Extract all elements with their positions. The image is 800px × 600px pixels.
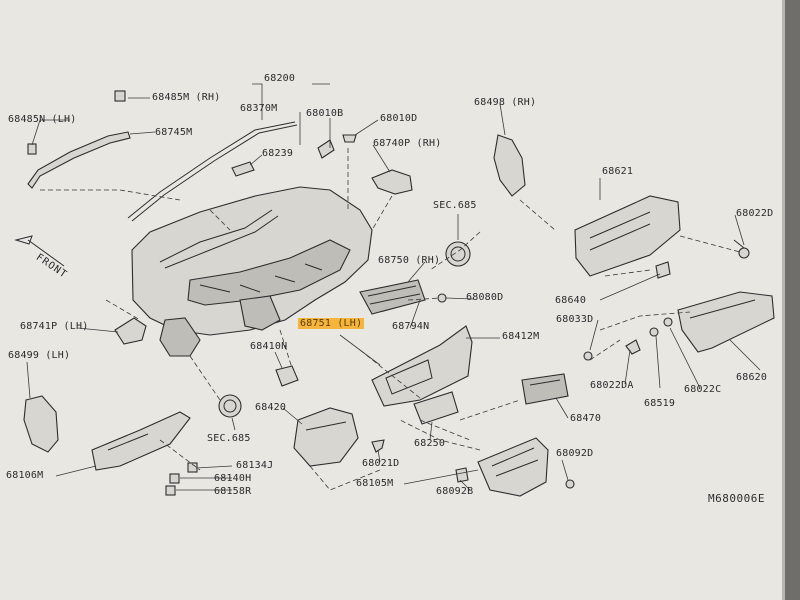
- front-arrow-icon: [14, 235, 65, 267]
- label-68092b: 68092B: [436, 486, 474, 497]
- label-68485n: 68485N (LH): [8, 114, 77, 125]
- screw-68092d: [565, 479, 575, 489]
- clip-68158r: [165, 485, 176, 496]
- label-68239: 68239: [262, 148, 294, 159]
- diagram-code: M680006E: [708, 492, 765, 505]
- bracket-68750: [359, 279, 426, 315]
- console-68105m: [477, 437, 549, 497]
- label-68470: 68470: [570, 413, 602, 424]
- label-68092d: 68092D: [556, 448, 594, 459]
- label-68200: 68200: [264, 73, 296, 84]
- dashboard-panel-68200: [131, 186, 373, 357]
- part-68239: [231, 161, 255, 177]
- label-68105m: 68105M: [356, 478, 394, 489]
- assembly-dashed-lines: [40, 148, 741, 491]
- side-cover-68499: [23, 395, 59, 453]
- clip-68010b: [317, 139, 335, 159]
- label-68158r: 68158R: [214, 486, 252, 497]
- label-68740p: 68740P (RH): [373, 138, 442, 149]
- label-68010b: 68010B: [306, 108, 344, 119]
- label-68134j: 68134J: [236, 460, 274, 471]
- clip-68033d: [583, 351, 593, 361]
- clip-68022c: [663, 317, 673, 327]
- label-68412m: 68412M: [502, 331, 540, 342]
- clip-68010d: [342, 134, 357, 143]
- trim-strip-68370m: [127, 121, 296, 219]
- label-68010d: 68010D: [380, 113, 418, 124]
- label-68750: 68750 (RH): [378, 255, 441, 266]
- display-68250: [413, 391, 459, 425]
- label-68499: 68499 (LH): [8, 350, 71, 361]
- clip-68519: [649, 327, 659, 337]
- label-68106m: 68106M: [6, 470, 44, 481]
- glove-frame-68621: [574, 195, 681, 277]
- bracket-68410n: [275, 365, 299, 387]
- label-sec685-lower: SEC.685: [207, 433, 251, 444]
- clip-68021d: [371, 439, 385, 453]
- label-68370m: 68370M: [240, 103, 278, 114]
- unit-68470: [521, 373, 569, 405]
- monitor-bezel: [785, 0, 800, 600]
- label-68741p: 68741P (LH): [20, 321, 89, 332]
- label-68620: 68620: [736, 372, 768, 383]
- label-68250: 68250: [414, 438, 446, 449]
- label-68485m: 68485M (RH): [152, 92, 221, 103]
- label-68080d: 68080D: [466, 292, 504, 303]
- label-68640: 68640: [555, 295, 587, 306]
- clip-68140h: [169, 473, 180, 484]
- lower-lid-68106m: [91, 411, 191, 471]
- clip-68485n: [27, 143, 37, 155]
- clip-68134j: [187, 462, 198, 473]
- striker-68640: [655, 261, 671, 279]
- label-68794n: 68794N: [392, 321, 430, 332]
- label-68410n: 68410N: [250, 341, 288, 352]
- clip-68022da: [625, 339, 641, 355]
- parts-diagram: [14, 83, 775, 497]
- label-68033d: 68033D: [556, 314, 594, 325]
- vent-sec685-lower: [218, 394, 242, 418]
- glove-lid-68620: [677, 291, 775, 353]
- label-sec685-upper: SEC.685: [433, 200, 477, 211]
- clip-68080d: [437, 293, 447, 303]
- label-68420: 68420: [255, 402, 287, 413]
- clip-68485m: [114, 90, 126, 102]
- label-68140h: 68140H: [214, 473, 252, 484]
- label-68022d: 68022D: [736, 208, 774, 219]
- side-cover-68498: [493, 134, 526, 197]
- vent-68741p: [114, 317, 147, 345]
- vent-68740p: [371, 169, 413, 195]
- clip-68092b: [455, 467, 469, 483]
- cluster-bezel-68420: [293, 407, 359, 467]
- label-68498: 68498 (RH): [474, 97, 537, 108]
- label-68745m: 68745M: [155, 127, 193, 138]
- label-68021d: 68021D: [362, 458, 400, 469]
- label-68022da: 68022DA: [590, 380, 634, 391]
- label-68519: 68519: [644, 398, 676, 409]
- screw-68022d: [733, 239, 750, 259]
- label-68621: 68621: [602, 166, 634, 177]
- label-68751: 68751 (LH): [298, 318, 365, 329]
- vent-sec685-upper: [445, 241, 471, 267]
- side-molding-68745m: [27, 131, 131, 189]
- center-panel-68412m: [371, 325, 473, 407]
- label-68022c: 68022C: [684, 384, 722, 395]
